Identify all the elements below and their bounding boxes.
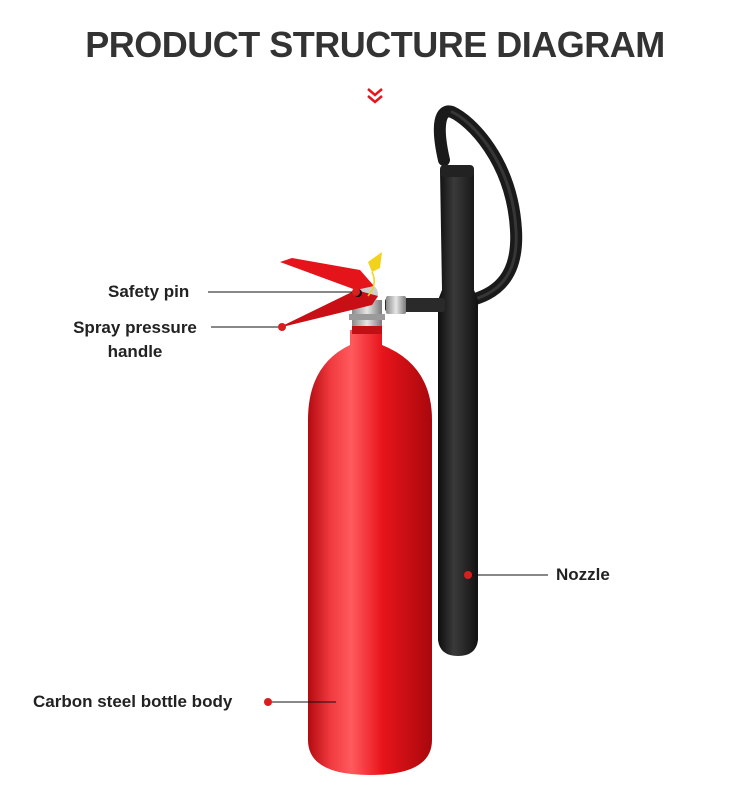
callout-safety-pin [208, 288, 360, 296]
nozzle-horn [438, 165, 478, 656]
callout-nozzle [464, 571, 548, 579]
callout-spray-handle [211, 323, 286, 331]
page-title: PRODUCT STRUCTURE DIAGRAM [85, 24, 665, 65]
callout-bottle-body [264, 698, 336, 706]
valve-connector [385, 296, 445, 314]
label-safety-pin: Safety pin [108, 282, 190, 301]
label-spray-handle-line1: Spray pressure [73, 318, 197, 337]
label-spray-handle-line2: handle [107, 342, 163, 361]
spray-pressure-handle [278, 258, 378, 328]
label-nozzle: Nozzle [556, 565, 610, 584]
label-spray-pressure-handle: Spray pressure handle [64, 316, 206, 364]
bottle-body [308, 324, 432, 775]
double-chevron-down-icon [367, 88, 383, 104]
label-bottle-body: Carbon steel bottle body [33, 692, 233, 711]
